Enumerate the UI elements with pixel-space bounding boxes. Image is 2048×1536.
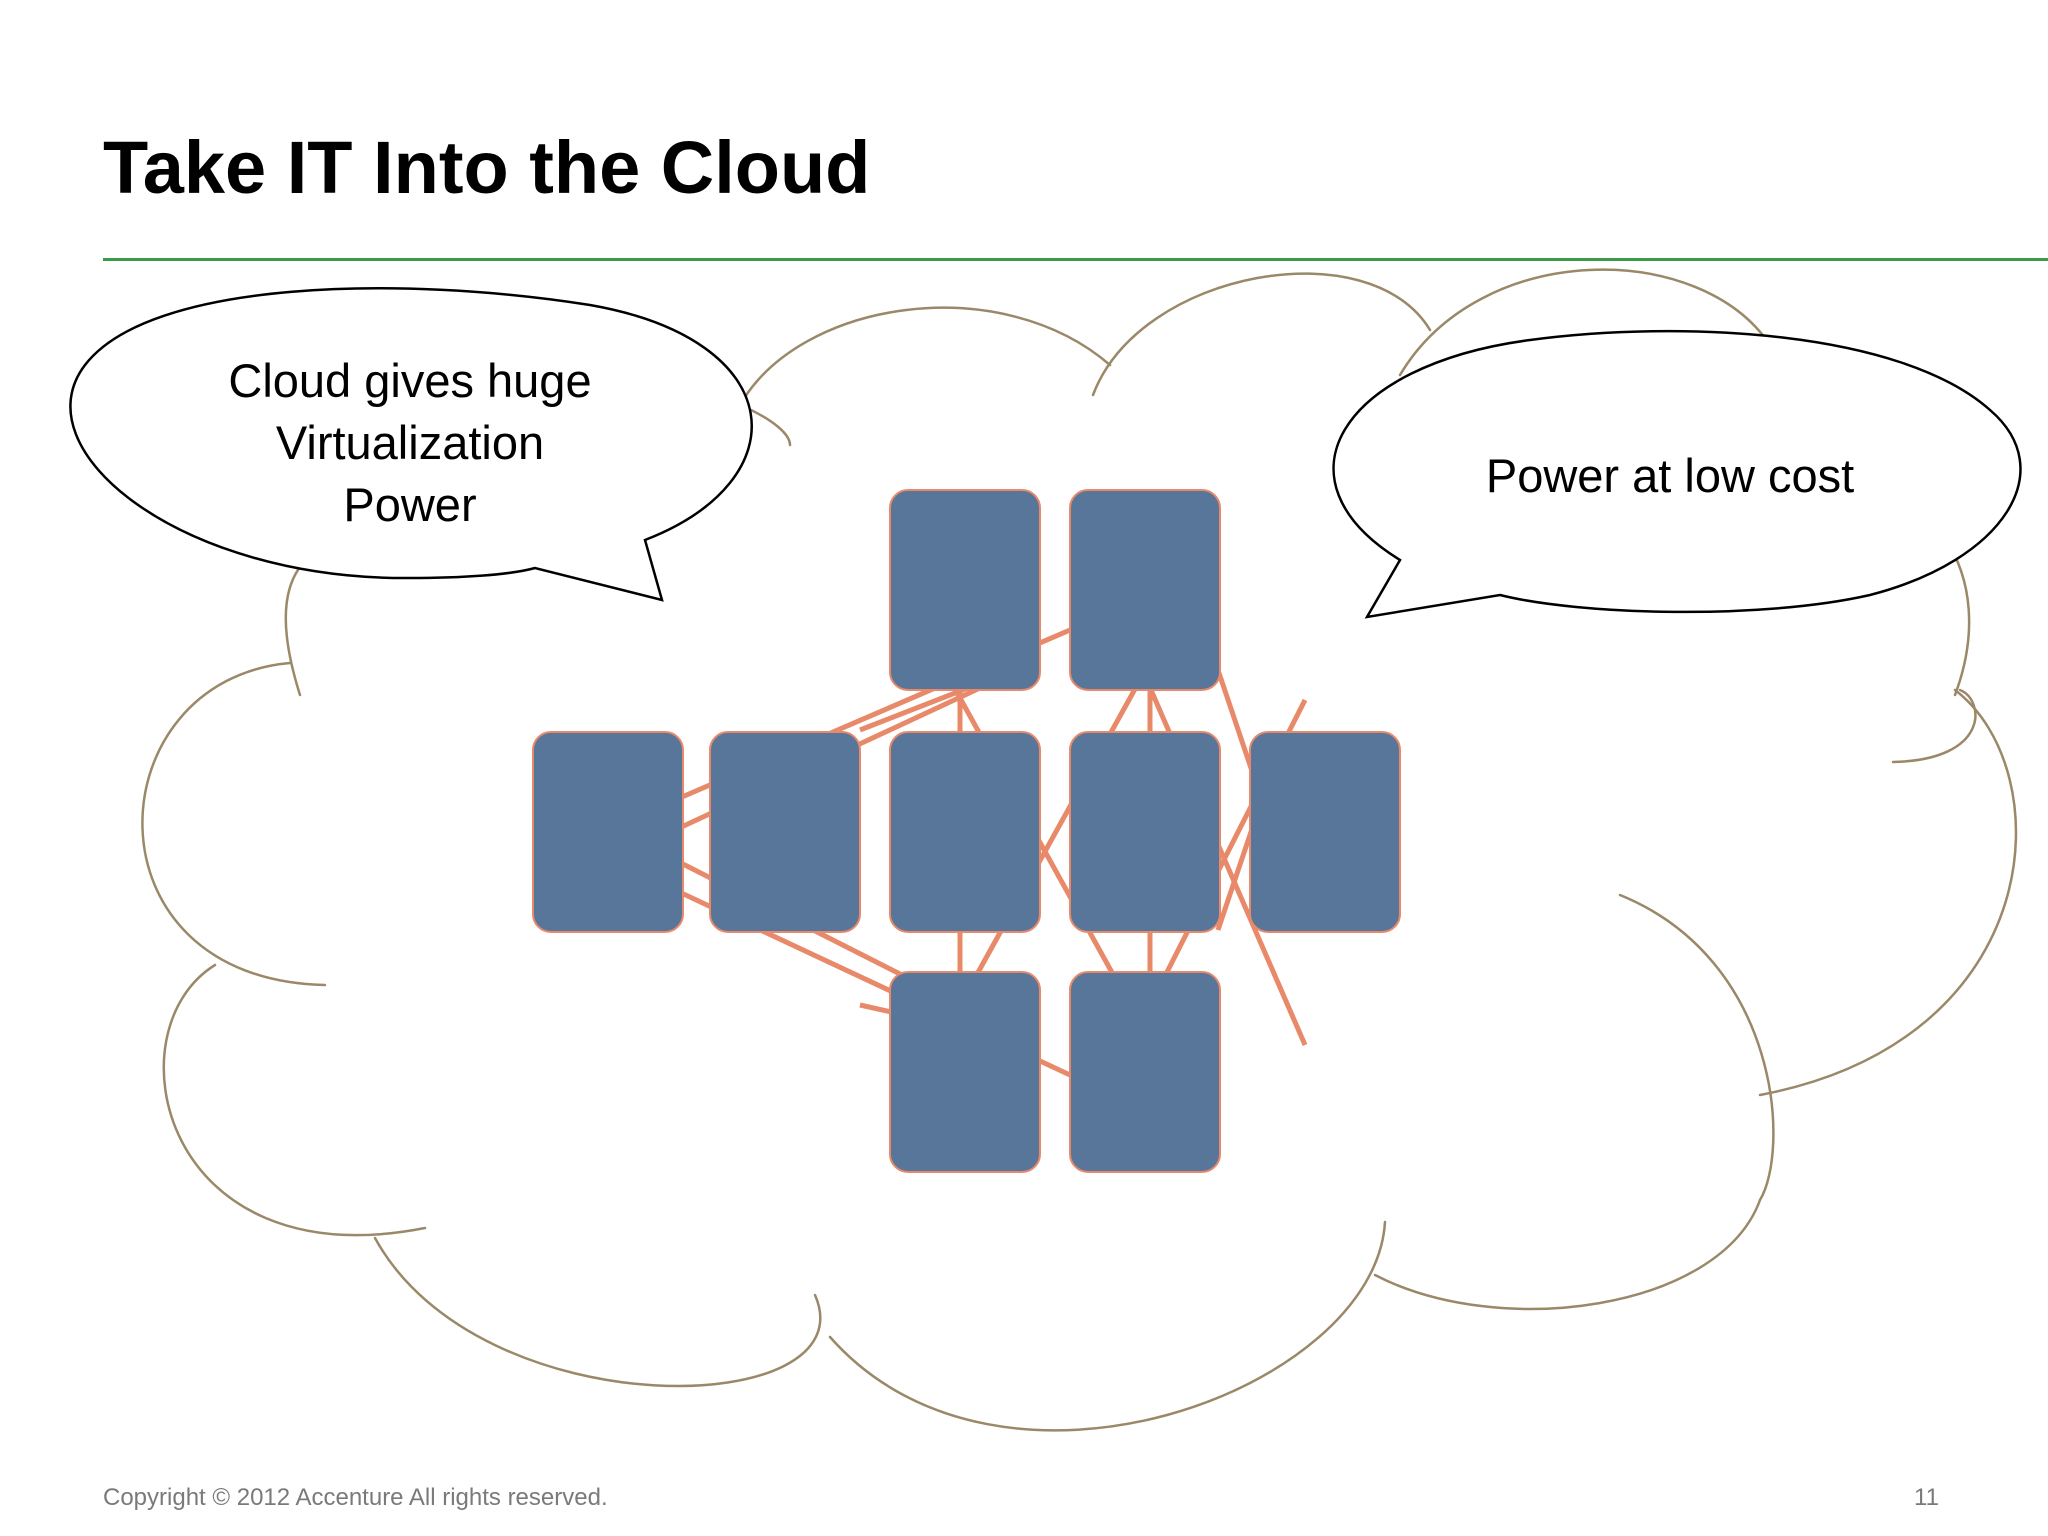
cloud-outline [141, 268, 2018, 1432]
callout-left-line: Cloud gives huge [228, 354, 592, 407]
page-number: 11 [1914, 1484, 1939, 1511]
speech-bubble-right [1332, 329, 2022, 619]
server-node [889, 971, 1041, 1173]
server-node [889, 731, 1041, 933]
server-node [1249, 731, 1401, 933]
title-divider [103, 258, 2048, 261]
speech-bubble-left [69, 287, 753, 602]
server-node [1069, 971, 1221, 1173]
callout-left-line: Virtualization [275, 416, 545, 469]
copyright-notice: Copyright © 2012 Accenture All rights re… [103, 1484, 608, 1511]
server-nodes [532, 489, 1401, 1173]
server-node [532, 731, 684, 933]
server-node [1069, 731, 1221, 933]
callout-right-text: Power at low cost [1485, 449, 1855, 502]
callout-left-line: Power [343, 478, 477, 531]
server-node [1069, 489, 1221, 691]
callout-left-text: Cloud gives huge Virtualization Power [180, 350, 640, 536]
server-node [889, 489, 1041, 691]
slide-title: Take IT Into the Cloud [103, 126, 871, 209]
server-node [709, 731, 861, 933]
